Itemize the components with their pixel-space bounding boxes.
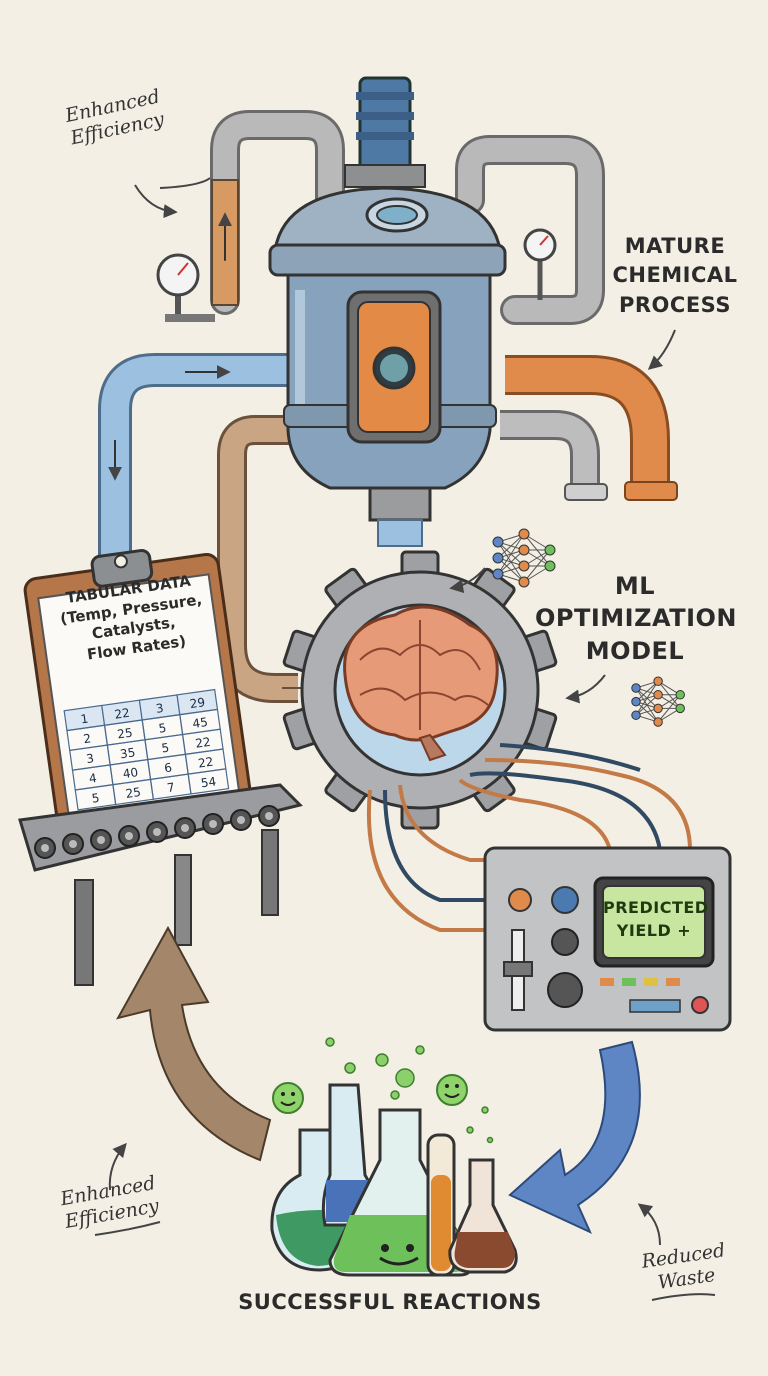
table-cell: 22 — [114, 706, 131, 722]
underline — [159, 177, 211, 189]
table-cell: 5 — [158, 721, 168, 736]
label-successful-reactions: SUCCESSFUL REACTIONS — [238, 1290, 542, 1314]
nn-node — [653, 690, 663, 700]
table-cell: 2 — [83, 731, 93, 746]
table-cell: 3 — [85, 751, 95, 766]
table-cell: 7 — [166, 780, 176, 795]
flask-icon — [448, 1158, 518, 1274]
nn-link — [635, 680, 659, 716]
roller-hub — [125, 832, 133, 840]
roller-hub — [237, 816, 245, 824]
roller-hub — [41, 844, 49, 852]
nn-node — [518, 576, 530, 588]
table-cell-border — [187, 768, 230, 795]
copper-outlet-pipe — [505, 355, 678, 501]
nn-link — [635, 694, 659, 716]
table-cell: 3 — [155, 701, 165, 716]
table-cell: 1 — [80, 712, 90, 727]
left-top-pipe — [210, 110, 345, 315]
grey-lower-pipe — [500, 410, 608, 501]
table-cell: 4 — [88, 771, 98, 786]
pressure-gauge-icon — [156, 253, 215, 322]
blue-inlet-pipe — [98, 353, 290, 560]
nn-node — [675, 703, 685, 714]
nn-link — [497, 533, 525, 575]
table-cell: 5 — [91, 791, 101, 806]
conveyor-belt — [18, 783, 303, 986]
right-top-pipe — [455, 135, 605, 325]
nn-node — [492, 568, 504, 580]
table-cell: 35 — [119, 745, 136, 761]
nn-node — [653, 676, 663, 686]
nn-node — [518, 544, 530, 556]
reactor-vessel — [268, 76, 507, 547]
brain-icon — [343, 605, 499, 762]
control-panel — [483, 846, 732, 1032]
smiley-icon — [436, 1074, 468, 1106]
nn-link — [635, 680, 659, 702]
label-predicted-yield: PREDICTED YIELD + — [603, 898, 709, 941]
table-cell: 40 — [122, 765, 139, 781]
label-mature-chemical-process: MATURE CHEMICAL PROCESS — [612, 234, 738, 317]
table-cell: 6 — [163, 760, 173, 775]
label-ml-optimization-model: ML OPTIMIZATION MODEL — [535, 572, 738, 665]
nn-node — [631, 696, 641, 707]
nn-node — [653, 703, 663, 714]
nn-node — [544, 544, 556, 556]
result-arrow-blue — [508, 1040, 641, 1235]
neural-network-icon — [631, 676, 685, 727]
roller-hub — [265, 812, 273, 820]
nn-link — [523, 549, 551, 583]
table-cell: 5 — [161, 741, 171, 756]
nn-node — [631, 710, 641, 720]
feedback-arrow-brown — [116, 925, 272, 1162]
nn-link — [497, 549, 525, 575]
nn-node — [675, 690, 685, 700]
roller-hub — [69, 840, 77, 848]
table-cell: 25 — [116, 726, 133, 742]
table-cell: 54 — [200, 774, 217, 790]
roller-hub — [181, 824, 189, 832]
flask-icon — [426, 1133, 456, 1277]
nn-node — [518, 560, 530, 572]
pointer-arrows — [108, 184, 676, 1246]
table-cell: 22 — [194, 735, 211, 751]
sensor-wires — [366, 743, 692, 932]
nn-node — [492, 552, 504, 564]
nn-node — [518, 528, 530, 540]
nn-node — [653, 717, 663, 727]
neural-network-icon — [492, 528, 556, 588]
underline — [94, 1221, 161, 1236]
pressure-gauge-icon — [523, 228, 557, 300]
roller-hub — [209, 820, 217, 828]
table-cell: 45 — [192, 715, 209, 731]
roller-hub — [153, 828, 161, 836]
roller-hub — [97, 836, 105, 844]
table-cell: 29 — [189, 695, 206, 711]
bubbles — [325, 1037, 494, 1144]
table-cell: 22 — [197, 755, 214, 771]
nn-link — [657, 694, 681, 723]
underline — [651, 1293, 716, 1301]
smiley-icon — [272, 1082, 304, 1114]
nn-link — [497, 533, 525, 559]
nn-node — [492, 536, 504, 548]
table-cell: 25 — [125, 785, 142, 801]
nn-node — [544, 560, 556, 572]
nn-node — [631, 683, 641, 693]
